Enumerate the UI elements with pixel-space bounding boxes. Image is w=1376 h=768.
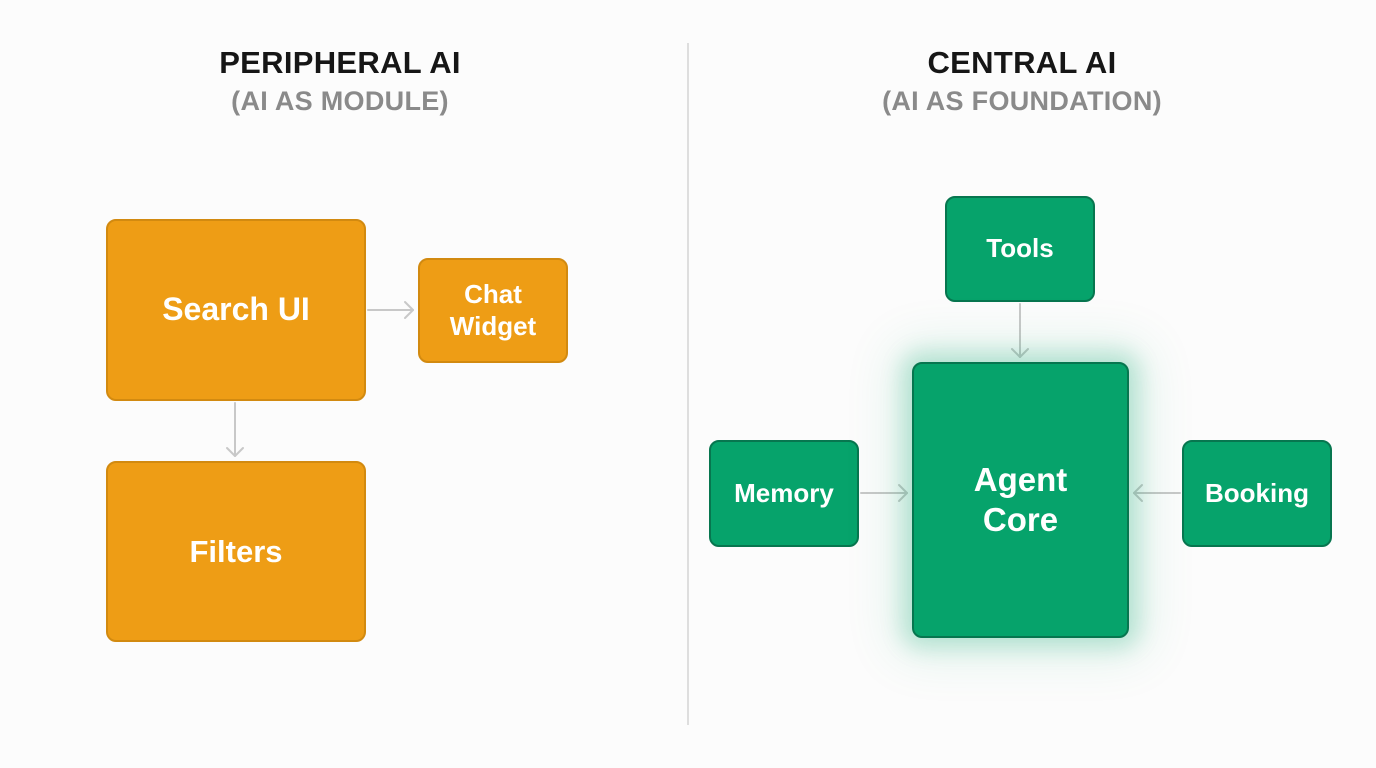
arrow-booking-to-agent-core <box>1133 484 1181 502</box>
memory-label: Memory <box>734 477 834 508</box>
arrow-tools-to-agent-core <box>1011 303 1029 358</box>
agent-core-node: Agent Core <box>912 362 1129 638</box>
arrow-memory-to-agent-core <box>860 484 908 502</box>
chat-widget-label: Chat Widget <box>450 279 536 342</box>
central-ai-subtitle: (AI AS FOUNDATION) <box>882 86 1162 116</box>
filters-label: Filters <box>189 533 283 569</box>
agent-core-label-line-1: Agent <box>973 460 1068 498</box>
search-ui-label: Search UI <box>162 291 310 328</box>
chat-widget-label-line-1: Chat <box>464 278 522 309</box>
central-ai-title: CENTRAL AI <box>927 45 1117 80</box>
agent-core-label: Agent Core <box>974 460 1068 541</box>
arrow-search-ui-to-filters <box>226 402 244 457</box>
tools-label: Tools <box>986 233 1054 264</box>
search-ui-node: Search UI <box>106 219 366 401</box>
chat-widget-label-line-2: Widget <box>449 310 537 341</box>
panel-divider <box>687 43 689 725</box>
chat-widget-node: Chat Widget <box>418 258 568 363</box>
peripheral-ai-title: PERIPHERAL AI <box>219 45 461 80</box>
arrow-search-ui-to-chat-widget <box>367 301 414 319</box>
agent-core-label-line-2: Core <box>982 501 1059 538</box>
memory-node: Memory <box>709 440 859 547</box>
booking-label: Booking <box>1205 477 1309 508</box>
booking-node: Booking <box>1182 440 1332 547</box>
peripheral-ai-subtitle: (AI AS MODULE) <box>231 86 449 116</box>
tools-node: Tools <box>945 196 1095 302</box>
filters-node: Filters <box>106 461 366 642</box>
